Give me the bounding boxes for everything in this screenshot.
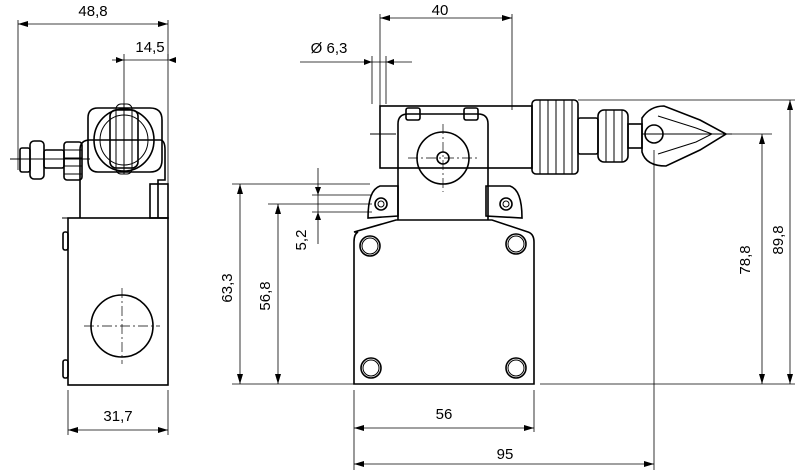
side-view-body xyxy=(67,217,169,386)
front-view-head xyxy=(397,113,489,220)
front-view-eyelet xyxy=(641,105,732,167)
dim-hole-diameter: Ø 6,3 xyxy=(311,40,348,57)
front-view: 40 Ø 6,3 5,2 63,3 56,8 56 xyxy=(219,2,795,470)
side-view-head xyxy=(79,139,166,218)
dim-slot-height: 5,2 xyxy=(293,230,310,251)
dim-left-offset: 14,5 xyxy=(135,39,164,56)
front-view-actuator xyxy=(379,99,643,175)
dim-hole-center-height: 56,8 xyxy=(257,281,274,310)
side-view-lug-bottom xyxy=(62,359,69,379)
dim-left-depth: 31,7 xyxy=(103,408,132,425)
side-view: 48,8 14,5 31,7 xyxy=(10,3,176,435)
dim-overall-height: 89,8 xyxy=(770,225,787,254)
dim-overall-length: 95 xyxy=(497,446,514,463)
dim-mount-height: 63,3 xyxy=(219,273,236,302)
front-view-body xyxy=(353,219,535,385)
side-view-roller xyxy=(87,103,163,175)
dim-front-width-top: 40 xyxy=(432,2,449,19)
dim-left-width-top: 48,8 xyxy=(78,3,107,20)
dim-base-width: 56 xyxy=(436,406,453,423)
side-view-pin xyxy=(10,140,90,181)
front-view-ear-left xyxy=(367,185,399,219)
front-view-ear-right xyxy=(485,185,523,219)
front-view-roller-hub xyxy=(416,131,470,185)
side-view-lug-top xyxy=(62,231,69,251)
front-view-screws xyxy=(359,233,527,379)
side-view-step xyxy=(149,183,169,219)
dim-actuator-height: 78,8 xyxy=(737,245,754,274)
